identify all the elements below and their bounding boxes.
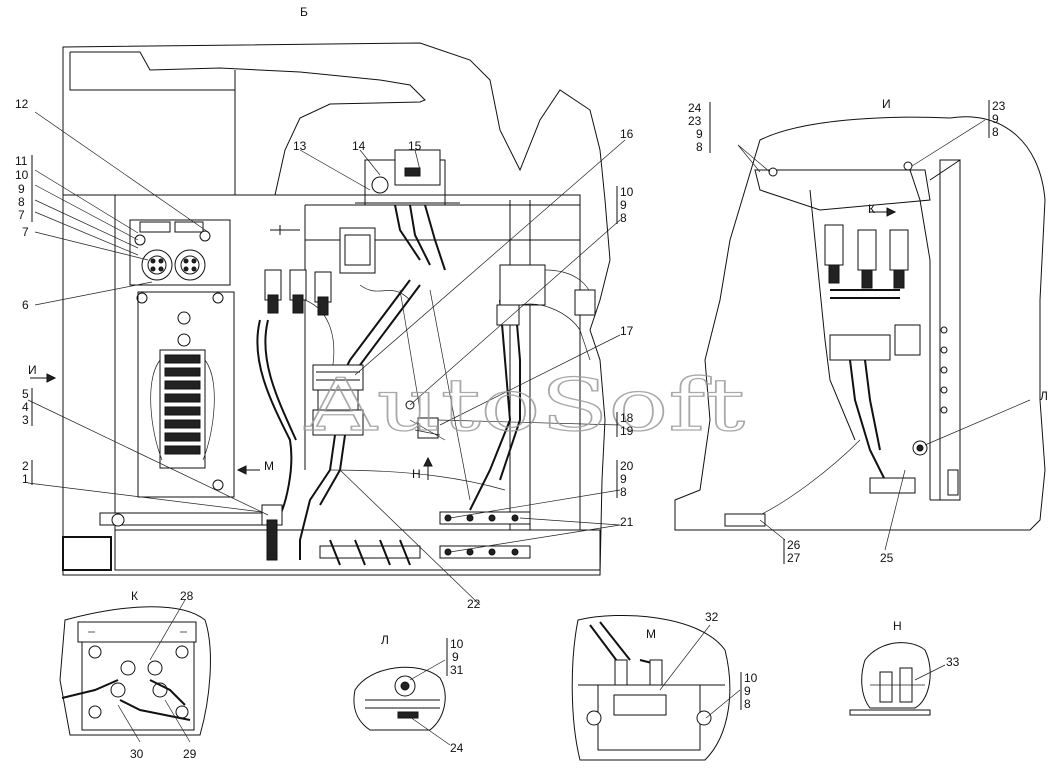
callout-27: 27 [787, 551, 801, 565]
callout-9: 9 [18, 182, 25, 196]
callout-16: 16 [620, 127, 634, 141]
callout-4: 4 [22, 400, 29, 414]
i-relays [824, 224, 909, 289]
callout-6: 6 [22, 298, 29, 312]
watermark: AutoSoft [304, 363, 745, 447]
callout-12: 12 [15, 97, 29, 111]
callout-10: 10 [15, 168, 29, 182]
callout-22: 22 [467, 597, 481, 611]
view-n [849, 642, 946, 716]
callout-24b: 24 [450, 741, 464, 755]
callout-8c: 8 [620, 485, 627, 499]
callout-11: 11 [15, 154, 28, 168]
callout-9d: 9 [696, 127, 703, 141]
view-m [571, 614, 741, 761]
callout-31: 31 [450, 663, 464, 677]
callout-1: 1 [22, 472, 29, 486]
callout-8: 8 [18, 195, 25, 209]
callout-21: 21 [620, 515, 634, 529]
callout-3: 3 [22, 413, 29, 427]
callout-24: 24 [688, 101, 702, 115]
view-k [59, 599, 211, 743]
callout-8g: 8 [744, 697, 751, 711]
callout-2: 2 [22, 459, 29, 473]
view-label-b: Б [300, 5, 308, 19]
callout-8b: 8 [620, 211, 627, 225]
callout-15: 15 [408, 139, 422, 153]
leader-lines-main [27, 111, 626, 606]
callout-29: 29 [183, 747, 197, 761]
callout-10g: 10 [744, 671, 758, 685]
callout-9b: 9 [620, 198, 627, 212]
view-i [674, 116, 1046, 551]
callout-7: 7 [22, 225, 29, 239]
callout-9f: 9 [452, 650, 459, 664]
callout-33: 33 [946, 655, 960, 669]
callout-10f: 10 [450, 637, 464, 651]
callout-17: 17 [620, 324, 634, 338]
view-label-m-arrow: М [264, 459, 274, 473]
callout-7-list: 7 [18, 208, 25, 222]
callout-23: 23 [688, 114, 702, 128]
main-connector [312, 364, 364, 436]
relay-group [264, 227, 376, 316]
main-view [27, 42, 626, 606]
callout-28: 28 [180, 589, 194, 603]
view-label-l-marker: Л [1040, 389, 1048, 403]
callout-9e: 9 [992, 112, 999, 126]
callout-9c: 9 [620, 472, 627, 486]
view-label-i-main: И [28, 363, 37, 377]
callout-14: 14 [352, 139, 366, 153]
view-l [353, 659, 451, 746]
view-label-l: Л [381, 633, 389, 647]
callout-20: 20 [620, 459, 634, 473]
callout-5: 5 [22, 387, 29, 401]
callout-9g: 9 [744, 684, 751, 698]
view-label-n: Н [893, 619, 902, 633]
callout-19: 19 [620, 424, 634, 438]
callout-18: 18 [620, 411, 634, 425]
fuse-block [150, 349, 215, 469]
callout-10b: 10 [620, 185, 634, 199]
top-connector [355, 149, 460, 271]
view-label-m: М [646, 627, 656, 641]
callout-23b: 23 [992, 99, 1006, 113]
view-label-k: К [131, 589, 138, 603]
callout-brackets [31, 100, 990, 710]
callout-13: 13 [293, 139, 307, 153]
ground-bars [319, 511, 531, 566]
callout-8d: 8 [696, 140, 703, 154]
callout-30: 30 [130, 747, 144, 761]
callout-32: 32 [705, 610, 719, 624]
callout-8e: 8 [992, 125, 999, 139]
callout-26: 26 [787, 538, 801, 552]
view-label-k-arrow: К [868, 202, 875, 216]
callout-numbers: 12 11 10 9 8 7 7 6 5 4 3 2 1 13 14 15 16… [15, 97, 1006, 761]
view-label-n-arrow: Н [412, 467, 421, 481]
callout-25: 25 [880, 551, 894, 565]
view-label-i: И [882, 97, 891, 111]
